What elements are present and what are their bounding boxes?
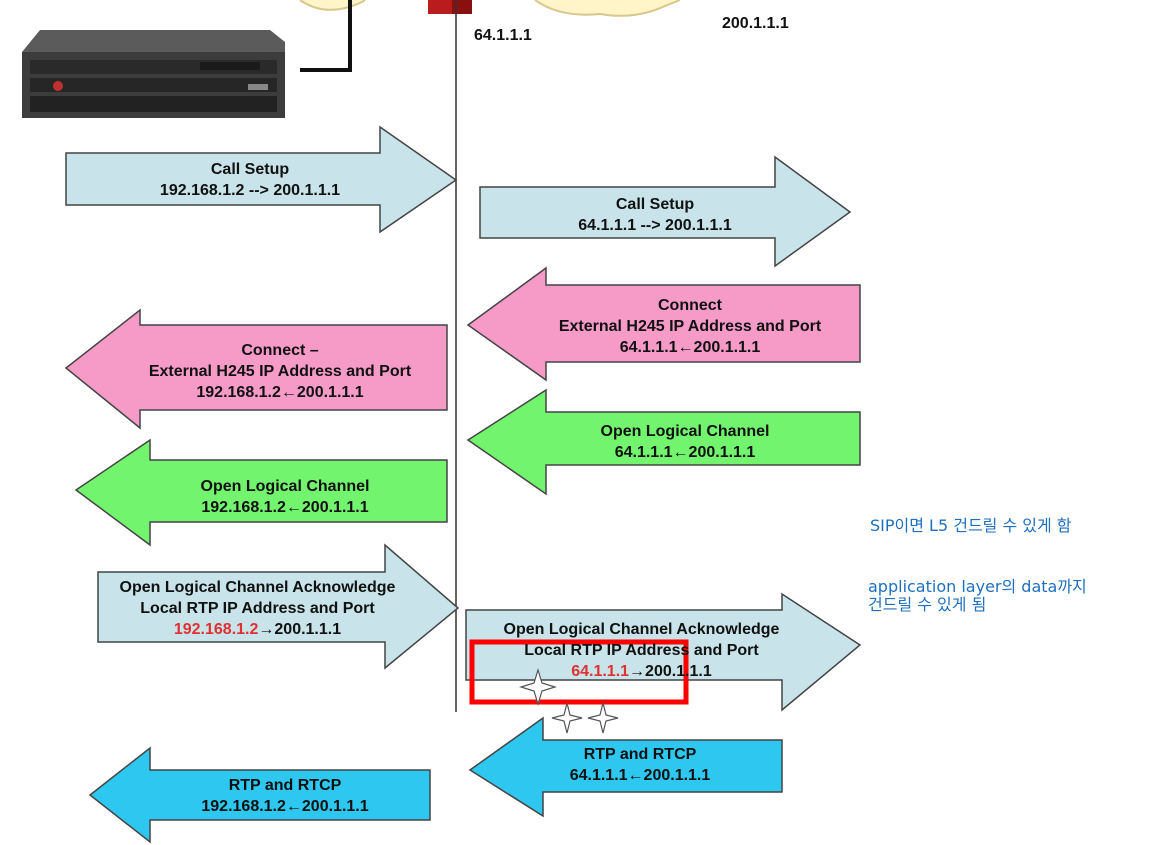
- left-olc-ack-title: Open Logical Channel Acknowledge: [119, 579, 396, 596]
- right-olc-ack-local-ip: 64.1.1.1: [571, 663, 630, 680]
- left-connect-subtitle: External H245 IP Address and Port: [148, 363, 412, 380]
- right-call-setup-ips: 64.1.1.1 --> 200.1.1.1: [578, 217, 732, 234]
- nat-device-side: [452, 0, 472, 14]
- right-olc-ack-text: Open Logical Channel Acknowledge Local R…: [474, 619, 809, 682]
- right-call-setup-title: Call Setup: [615, 196, 695, 213]
- arrow-right-connect: [466, 266, 861, 382]
- arrow-left-rtp: [88, 746, 431, 844]
- right-olc-ack-title: Open Logical Channel Acknowledge: [503, 621, 780, 638]
- left-rtp-title: RTP and RTCP: [228, 777, 342, 794]
- right-connect-subtitle: External H245 IP Address and Port: [558, 318, 822, 335]
- left-olc-text: Open Logical Channel 192.168.1.2←200.1.1…: [140, 476, 430, 518]
- arrow-right-olc: [466, 388, 861, 496]
- right-connect-ips: 64.1.1.1←200.1.1.1: [619, 339, 761, 356]
- right-connect-title: Connect: [658, 297, 722, 314]
- left-olc-ack-subtitle: Local RTP IP Address and Port: [140, 600, 375, 617]
- arrow-left-call-setup: [65, 125, 458, 234]
- right-rtp-ips: 64.1.1.1←200.1.1.1: [569, 767, 711, 784]
- arrow-right-call-setup: [479, 155, 852, 268]
- ip-label-remote: 200.1.1.1: [722, 15, 789, 32]
- gateway-server-icon: [22, 30, 285, 118]
- right-olc-title: Open Logical Channel: [600, 423, 770, 440]
- left-connect-text: Connect – External H245 IP Address and P…: [115, 340, 445, 403]
- right-olc-ack-remote: →200.1.1.1: [629, 663, 712, 680]
- right-olc-ack-subtitle: Local RTP IP Address and Port: [524, 642, 759, 659]
- cloud-left-fragment: [299, 0, 366, 11]
- right-olc-ips: 64.1.1.1←200.1.1.1: [614, 444, 756, 461]
- left-rtp-text: RTP and RTCP 192.168.1.2←200.1.1.1: [155, 775, 415, 817]
- left-olc-ack-remote: →200.1.1.1: [258, 621, 342, 638]
- sparkle-icon: [551, 702, 583, 734]
- note-application-layer-line2: 건드릴 수 있게 됨: [868, 595, 987, 614]
- arrow-left-olc-ack: [97, 543, 460, 670]
- left-olc-ips: 192.168.1.2←200.1.1.1: [201, 499, 369, 516]
- left-call-setup-ips: 192.168.1.2 --> 200.1.1.1: [159, 182, 341, 199]
- arrow-left-olc: [74, 438, 448, 547]
- left-connect-title: Connect –: [241, 342, 319, 359]
- left-call-setup-text: Call Setup 192.168.1.2 --> 200.1.1.1: [100, 159, 400, 201]
- network-cable: [300, 0, 352, 72]
- note-application-layer-line1: application layer의 data까지: [868, 577, 1087, 596]
- note-sip: SIP이면 L5 건드릴 수 있게 함: [870, 516, 1072, 535]
- sparkle-icons: [518, 667, 619, 734]
- left-olc-ack-text: Open Logical Channel Acknowledge Local R…: [95, 577, 420, 640]
- right-connect-text: Connect External H245 IP Address and Por…: [525, 295, 855, 358]
- left-call-setup-title: Call Setup: [210, 161, 290, 178]
- right-call-setup-text: Call Setup 64.1.1.1 --> 200.1.1.1: [505, 194, 805, 236]
- ip-label-nat-outside: 64.1.1.1: [474, 27, 532, 44]
- left-olc-title: Open Logical Channel: [200, 478, 370, 495]
- highlight-box: [469, 639, 689, 705]
- left-olc-ack-ips: 192.168.1.2→200.1.1.1: [95, 619, 420, 640]
- arrow-left-connect: [64, 308, 448, 430]
- left-rtp-ips: 192.168.1.2←200.1.1.1: [201, 798, 369, 815]
- right-rtp-title: RTP and RTCP: [583, 746, 697, 763]
- right-olc-text: Open Logical Channel 64.1.1.1←200.1.1.1: [540, 421, 830, 463]
- note-application-layer: application layer의 data까지 건드릴 수 있게 됨: [868, 578, 1087, 614]
- sparkle-icon: [518, 667, 558, 707]
- left-olc-ack-local-ip: 192.168.1.2: [173, 621, 259, 638]
- arrow-right-rtp: [468, 716, 783, 818]
- arrow-right-olc-ack: [465, 592, 862, 712]
- sparkle-icon: [587, 702, 619, 734]
- left-connect-ips: 192.168.1.2←200.1.1.1: [196, 384, 364, 401]
- right-olc-ack-ips: 64.1.1.1→200.1.1.1: [474, 661, 809, 682]
- cloud-right-fragment: [534, 0, 681, 17]
- right-rtp-text: RTP and RTCP 64.1.1.1←200.1.1.1: [510, 744, 770, 786]
